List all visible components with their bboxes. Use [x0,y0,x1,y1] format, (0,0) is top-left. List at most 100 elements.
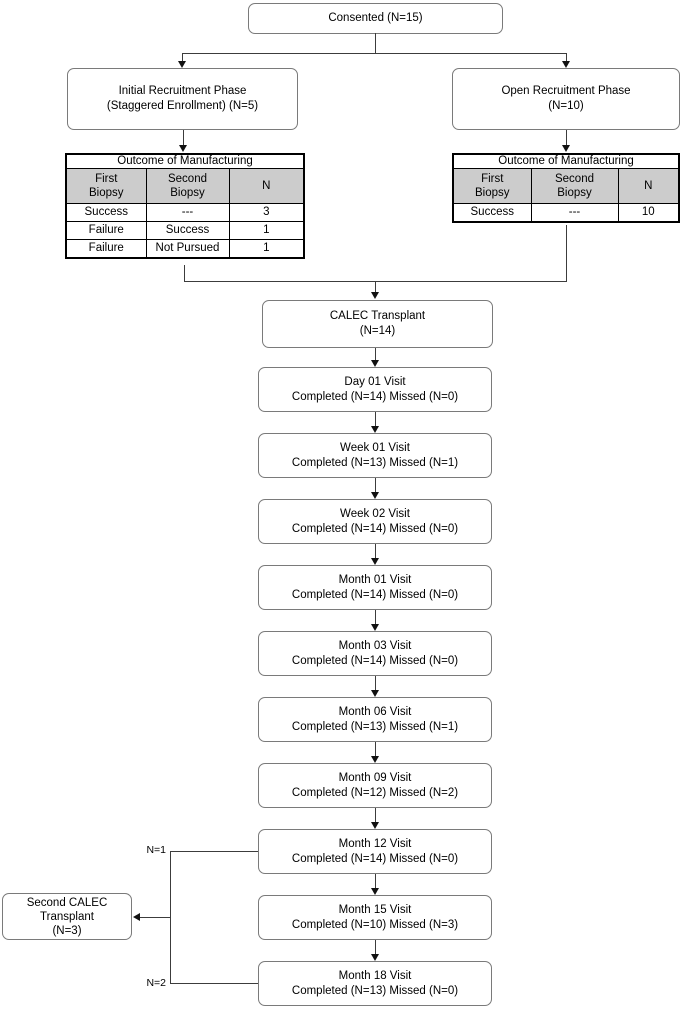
connector-line [375,610,376,625]
visit-box-6: Month 06 Visit Completed (N=13) Missed (… [258,697,492,742]
initial-phase-line1: Initial Recruitment Phase [118,85,247,97]
visit-box-8: Month 12 Visit Completed (N=14) Missed (… [258,829,492,874]
visit-box-5: Month 03 Visit Completed (N=14) Missed (… [258,631,492,676]
second-transplant-line2: Transplant [40,910,94,923]
connector-line [375,874,376,889]
table-cell: Failure [65,239,147,259]
visit-name: Month 01 Visit [338,573,412,586]
table-cell: --- [145,203,230,222]
consented-box: Consented (N=15) [248,3,503,34]
visit-status: Completed (N=14) Missed (N=0) [291,390,459,403]
open-phase-box: Open Recruitment Phase (N=10) [452,68,680,130]
visit-status: Completed (N=14) Missed (N=0) [291,588,459,601]
connector-line [375,33,376,53]
visit-box-2: Week 01 Visit Completed (N=13) Missed (N… [258,433,492,478]
table-cell: Not Pursued [145,239,230,259]
table-cell: 3 [228,203,305,222]
visit-status: Completed (N=14) Missed (N=0) [291,522,459,535]
consented-label: Consented (N=15) [328,12,423,24]
visit-name: Month 18 Visit [338,969,412,982]
connector-line [375,676,376,691]
visit-status: Completed (N=14) Missed (N=0) [291,852,459,865]
arrowhead-down [371,822,379,829]
arrowhead-down [371,360,379,367]
connector-line [140,917,171,918]
arrowhead-down [371,888,379,895]
arrowhead-down [179,145,187,152]
connector-line [566,130,567,146]
column-header: N [228,168,305,204]
visit-box-10: Month 18 Visit Completed (N=13) Missed (… [258,961,492,1006]
initial-phase-box: Initial Recruitment Phase (Staggered Enr… [67,68,298,130]
connector-line [566,225,567,282]
connector-line [375,478,376,493]
table-cell: --- [530,203,619,223]
table-cell: 10 [617,203,680,223]
connector-line [375,940,376,955]
column-header: First Biopsy [65,168,147,204]
open-phase-line1: Open Recruitment Phase [501,85,631,97]
visit-box-7: Month 09 Visit Completed (N=12) Missed (… [258,763,492,808]
connector-line [183,130,184,146]
connector-line [375,544,376,559]
arrowhead-down [371,558,379,565]
visit-status: Completed (N=10) Missed (N=3) [291,918,459,931]
column-header: Second Biopsy [530,168,619,204]
table-row: Failure Not Pursued 1 [65,239,305,259]
calec-transplant-line1: CALEC Transplant [329,310,426,322]
column-header: First Biopsy [452,168,532,204]
visit-name: Week 02 Visit [340,507,410,520]
connector-line [566,53,567,62]
arrowhead-down [371,426,379,433]
connector-line [170,851,258,852]
second-transplant-line1: Second CALEC [26,896,108,909]
connector-line [375,808,376,823]
visit-box-3: Week 02 Visit Completed (N=14) Missed (N… [258,499,492,544]
connector-line [375,281,376,293]
visit-name: Month 12 Visit [338,837,412,850]
table-cell: Failure [65,221,147,240]
visit-box-1: Day 01 Visit Completed (N=14) Missed (N=… [258,367,492,412]
connector-line [375,412,376,427]
calec-transplant-box: CALEC Transplant (N=14) [262,300,493,348]
branch-label-n1: N=1 [146,844,166,856]
branch-label-n2: N=2 [146,977,166,989]
visit-name: Day 01 Visit [344,375,406,388]
table-cell: 1 [228,221,305,240]
manufacturing-table-left: Outcome of Manufacturing First Biopsy Se… [65,153,306,259]
connector-line [182,53,567,54]
connector-line [182,53,183,62]
arrowhead-left [133,913,140,921]
table-row: Success --- 10 [452,203,680,223]
connector-line [375,348,376,361]
table-row: Success --- 3 [65,203,305,222]
connector-line [375,742,376,757]
table-cell: 1 [228,239,305,259]
manufacturing-table-right: Outcome of Manufacturing First Biopsy Se… [452,153,681,223]
visit-name: Month 03 Visit [338,639,412,652]
initial-phase-line2: (Staggered Enrollment) (N=5) [106,100,259,112]
arrowhead-down [371,292,379,299]
open-phase-line2: (N=10) [548,100,584,112]
arrowhead-down [371,624,379,631]
table-title: Outcome of Manufacturing [452,153,680,169]
visit-status: Completed (N=12) Missed (N=2) [291,786,459,799]
column-header: N [617,168,680,204]
table-cell: Success [452,203,532,223]
second-transplant-line3: (N=3) [52,924,82,937]
arrowhead-down [371,690,379,697]
table-row: Failure Success 1 [65,221,305,240]
arrowhead-down [178,61,186,68]
visit-box-4: Month 01 Visit Completed (N=14) Missed (… [258,565,492,610]
arrowhead-down [371,756,379,763]
column-header: Second Biopsy [145,168,230,204]
arrowhead-down [371,492,379,499]
table-title: Outcome of Manufacturing [65,153,305,169]
visit-name: Month 06 Visit [338,705,412,718]
arrowhead-down [371,954,379,961]
visit-name: Month 09 Visit [338,771,412,784]
visit-name: Week 01 Visit [340,441,410,454]
calec-transplant-line2: (N=14) [359,325,396,337]
visit-box-9: Month 15 Visit Completed (N=10) Missed (… [258,895,492,940]
